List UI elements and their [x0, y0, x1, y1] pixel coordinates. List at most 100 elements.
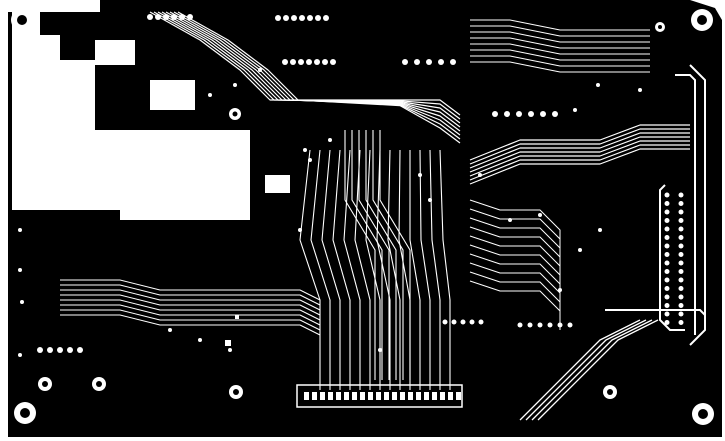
connector-pin-pad [664, 286, 670, 291]
top-right-trace [470, 43, 650, 55]
connector-trace [299, 149, 321, 390]
connector-pad [432, 392, 437, 400]
header-pad [179, 14, 185, 20]
connector-pad [336, 392, 341, 400]
bus-trace [469, 128, 690, 165]
connector-pin-pad [664, 235, 670, 240]
bottom-connector-outline [296, 384, 463, 408]
connector-trace [365, 149, 381, 390]
header-pad [306, 59, 312, 65]
connector-pad [344, 392, 349, 400]
header-pad [330, 59, 336, 65]
header-pad [414, 59, 420, 65]
header-pad [527, 322, 533, 328]
header-pad [187, 14, 193, 20]
connector-trace [409, 150, 421, 390]
vertical-trace [372, 130, 404, 380]
header-pad [163, 14, 169, 20]
component-body [150, 80, 195, 110]
connector-pin-pad [678, 218, 684, 223]
bus-trace [161, 11, 461, 128]
header-pad [322, 59, 328, 65]
vertical-trace [365, 130, 397, 380]
component-body [225, 340, 231, 346]
connector-pin-pad [678, 303, 684, 308]
component-body [265, 175, 290, 193]
header-pad [537, 322, 543, 328]
bus-trace [469, 136, 690, 173]
pad [47, 347, 53, 353]
vertical-trace [351, 130, 383, 380]
connector-trace [387, 149, 401, 390]
top-right-trace [470, 61, 650, 73]
header-pad [528, 111, 534, 117]
vertical-trace [344, 130, 376, 380]
connector-pad [400, 392, 405, 400]
via [578, 248, 582, 252]
bus-trace [173, 11, 461, 140]
via [228, 348, 232, 352]
right-connector-frame [605, 64, 706, 346]
header-pad [275, 15, 281, 21]
connector-pin-pad [664, 277, 670, 283]
connector-pin-pad [664, 260, 670, 266]
component-body [235, 315, 239, 319]
connector-pad [360, 392, 365, 400]
connector-pin-pad [664, 294, 670, 300]
connector-pad [320, 392, 325, 400]
header-pad [504, 111, 510, 117]
via [208, 93, 212, 97]
connector-pad [368, 392, 373, 400]
left-trace [60, 284, 321, 306]
connector-trace [439, 149, 451, 390]
via [598, 228, 602, 232]
pad-group [18, 14, 684, 400]
connector-pin-pad [678, 277, 684, 283]
bus-trace [469, 132, 690, 169]
connector-pad [304, 392, 309, 400]
connector-pad [440, 392, 445, 400]
via [18, 353, 22, 357]
component-body [30, 100, 60, 140]
connector-pin-pad [664, 218, 670, 223]
header-pad [282, 59, 288, 65]
header-pad [557, 322, 563, 328]
via [198, 338, 202, 342]
header-pad [450, 59, 456, 65]
top-right-trace [470, 25, 650, 37]
via [558, 288, 562, 292]
header-pad [291, 15, 297, 21]
mounting-hole-top-right [697, 15, 707, 25]
connector-pin-pad [678, 269, 684, 274]
via [538, 213, 542, 217]
connector-pin-pad [678, 260, 684, 266]
pad [77, 347, 83, 353]
via [418, 173, 422, 177]
connector-trace [343, 149, 361, 390]
connector-pin-pad [664, 209, 670, 215]
header-pad [283, 15, 289, 21]
connector-pin-pad [678, 201, 684, 206]
pad [67, 347, 73, 353]
left-trace [60, 309, 321, 331]
via [233, 83, 237, 87]
header-pad [299, 15, 305, 21]
header-pad [402, 59, 408, 65]
connector-pin-pad [664, 252, 670, 257]
connector-trace [376, 149, 391, 390]
connector-pin-pad [664, 226, 670, 232]
via [18, 268, 22, 272]
left-trace [60, 294, 321, 316]
connector-pad [312, 392, 317, 400]
via [168, 328, 172, 332]
top-right-trace [470, 19, 650, 31]
via [378, 348, 382, 352]
bus-trace [157, 11, 461, 124]
connector-pin-pad [664, 201, 670, 206]
connector-pin-pad [664, 192, 670, 198]
connector-trace [429, 149, 441, 390]
via [308, 158, 312, 162]
header-pad [307, 15, 313, 21]
bus-trace [153, 11, 461, 120]
